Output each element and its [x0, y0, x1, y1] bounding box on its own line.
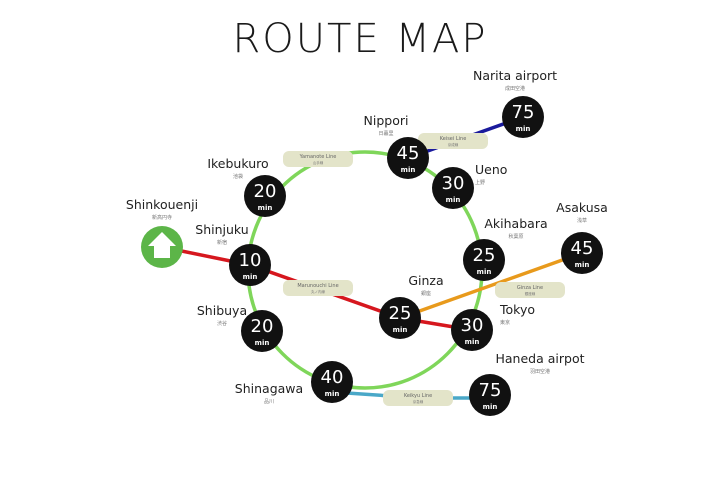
station-name-jp: 東京: [500, 319, 510, 326]
ginza-line-route: [399, 251, 583, 320]
station-name-jp: 新宿: [217, 239, 227, 246]
station-shinagawa[interactable]: 40 min Shinagawa 品川: [235, 361, 353, 405]
station-name: Shinkouenji: [126, 197, 198, 212]
station-nippori[interactable]: 45 min Nippori 日暮里: [364, 113, 429, 179]
station-name: Shinjuku: [195, 222, 248, 237]
station-name-jp: 成田空港: [505, 85, 525, 92]
time-unit: min: [446, 196, 461, 204]
time-unit: min: [255, 339, 270, 347]
station-shinjuku[interactable]: 10 min Shinjuku 新宿: [195, 222, 271, 286]
station-marker[interactable]: [502, 96, 544, 138]
travel-time: 20: [254, 181, 277, 202]
station-name: Ginza: [408, 273, 443, 288]
line-label-badge: [383, 390, 453, 406]
line-name-jp: 山手線: [313, 160, 324, 165]
station-name: Tokyo: [499, 302, 535, 317]
time-unit: min: [393, 326, 408, 334]
station-ginza[interactable]: 25 min Ginza 銀座: [379, 273, 444, 339]
station-marker[interactable]: [451, 309, 493, 351]
travel-time: 40: [321, 367, 344, 388]
travel-time: 45: [397, 143, 420, 164]
travel-time: 45: [571, 238, 594, 259]
station-name: Asakusa: [556, 200, 608, 215]
station-marker[interactable]: [311, 361, 353, 403]
line-name-jp: 銀座線: [525, 291, 536, 296]
station-name: Ueno: [475, 162, 507, 177]
travel-time: 75: [512, 102, 535, 123]
station-ueno[interactable]: 30 min Ueno 上野: [432, 162, 507, 209]
station-name-jp: 池袋: [233, 173, 243, 180]
station-name-jp: 羽田空港: [530, 368, 550, 375]
line-name: Keisei Line: [440, 136, 467, 142]
line-name: Keikyu Line: [404, 393, 432, 399]
time-unit: min: [401, 166, 416, 174]
home-station[interactable]: Shinkouenji 新高円寺: [126, 197, 198, 268]
line-name-jp: 京成線: [448, 142, 459, 147]
station-name: Ikebukuro: [207, 156, 268, 171]
line-label-badge: [418, 133, 488, 149]
station-name-jp: 銀座: [421, 290, 431, 297]
station-name-jp: 日暮里: [378, 130, 393, 137]
station-name: Haneda airpot: [496, 351, 585, 366]
travel-time: 25: [389, 303, 412, 324]
line-name-jp: 丸ノ内線: [311, 289, 325, 294]
time-unit: min: [465, 338, 480, 346]
time-unit: min: [243, 273, 258, 281]
line-label-badge: [495, 282, 565, 298]
station-name-jp: 新高円寺: [152, 214, 172, 221]
station-marker[interactable]: [229, 244, 271, 286]
line-label-badge: [283, 151, 353, 167]
time-unit: min: [325, 390, 340, 398]
station-marker[interactable]: [244, 175, 286, 217]
station-name: Narita airport: [473, 68, 557, 83]
line-label-badge: [283, 280, 353, 296]
line-name: Marunouchi Line: [297, 283, 338, 289]
home-icon: [148, 232, 176, 258]
travel-time: 75: [479, 380, 502, 401]
line-name-jp: 京急線: [413, 399, 424, 404]
time-unit: min: [516, 125, 531, 133]
station-haneda[interactable]: 75 min Haneda airpot 羽田空港: [469, 351, 585, 416]
time-unit: min: [477, 268, 492, 276]
station-name: Nippori: [364, 113, 409, 128]
station-narita[interactable]: 75 min Narita airport 成田空港: [473, 68, 557, 138]
station-shibuya[interactable]: 20 min Shibuya 渋谷: [197, 303, 283, 352]
station-name-jp: 浅草: [577, 217, 587, 224]
station-marker[interactable]: [432, 167, 474, 209]
time-unit: min: [258, 204, 273, 212]
station-name: Shibuya: [197, 303, 247, 318]
travel-time: 25: [473, 245, 496, 266]
station-name-jp: 秋葉原: [508, 233, 523, 240]
station-marker[interactable]: [463, 239, 505, 281]
travel-time: 10: [239, 250, 262, 271]
travel-time: 20: [251, 316, 274, 337]
station-marker[interactable]: [241, 310, 283, 352]
page-title: ROUTE MAP: [233, 16, 488, 62]
line-name: Ginza Line: [517, 285, 543, 291]
station-marker[interactable]: [387, 137, 429, 179]
travel-time: 30: [442, 173, 465, 194]
station-name-jp: 上野: [475, 179, 485, 186]
station-name: Akihabara: [484, 216, 547, 231]
station-name-jp: 渋谷: [217, 320, 227, 327]
station-asakusa[interactable]: 45 min Asakusa 浅草: [556, 200, 608, 274]
time-unit: min: [483, 403, 498, 411]
station-marker[interactable]: [379, 297, 421, 339]
station-ikebukuro[interactable]: 20 min Ikebukuro 池袋: [207, 156, 286, 217]
station-name: Shinagawa: [235, 381, 303, 396]
station-marker[interactable]: [561, 232, 603, 274]
station-tokyo[interactable]: 30 min Tokyo 東京: [451, 302, 535, 351]
station-akihabara[interactable]: 25 min Akihabara 秋葉原: [463, 216, 548, 281]
station-marker[interactable]: [469, 374, 511, 416]
line-name: Yamanote Line: [299, 154, 337, 160]
station-name-jp: 品川: [264, 399, 274, 405]
travel-time: 30: [461, 315, 484, 336]
time-unit: min: [575, 261, 590, 269]
